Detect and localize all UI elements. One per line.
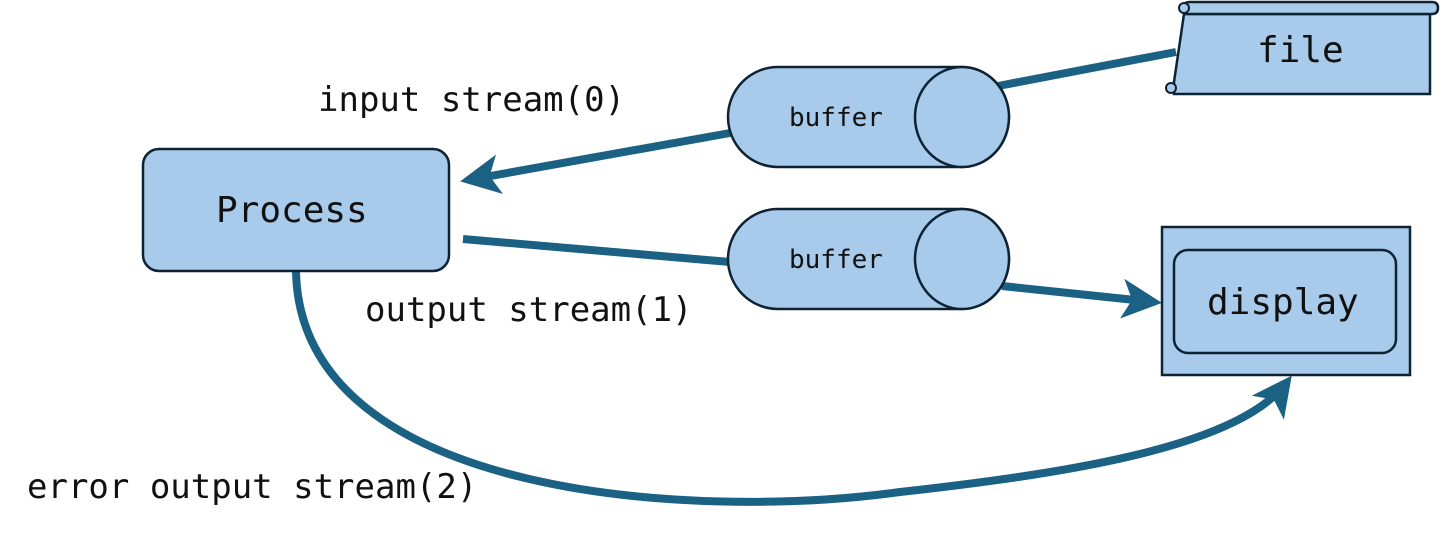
edge-error-stream-curve xyxy=(292,270,1292,506)
display-monitor xyxy=(1160,225,1412,377)
input-buffer-cylinder xyxy=(726,65,1011,169)
process-node xyxy=(141,147,451,273)
process-label: Process xyxy=(216,190,368,231)
monitor-screen xyxy=(1172,248,1398,355)
edge-file-to-input-buffer xyxy=(997,48,1177,90)
edge-output-buffer-to-display xyxy=(1001,278,1162,319)
edge-process-to-output-buffer xyxy=(462,235,731,266)
output-buffer-cylinder xyxy=(726,207,1011,311)
input-stream-label: input stream(0) xyxy=(318,80,626,120)
edge-input-buffer-to-process xyxy=(460,129,731,195)
error-stream-label: error output stream(2) xyxy=(27,467,478,507)
file-label: file xyxy=(1257,30,1344,71)
display-label: display xyxy=(1207,282,1359,323)
output-buffer-label: buffer xyxy=(789,245,883,275)
input-buffer-label: buffer xyxy=(789,103,883,133)
output-stream-label: output stream(1) xyxy=(365,290,693,330)
file-scroll xyxy=(1165,0,1440,96)
